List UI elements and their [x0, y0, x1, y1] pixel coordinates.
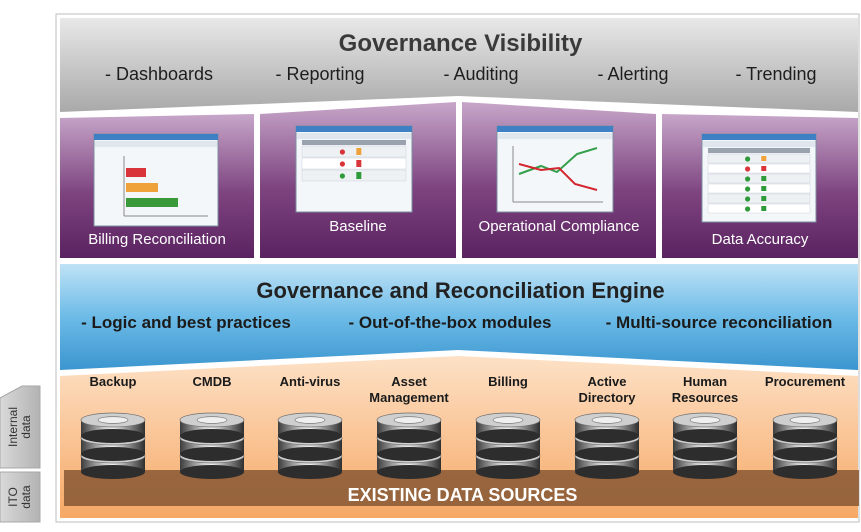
engine-item-modules: - Out-of-the-box modules — [348, 313, 552, 332]
source-label-procurement: Procurement — [764, 374, 846, 389]
visibility-item-auditing: - Auditing — [443, 64, 519, 84]
engine-item-multisource: - Multi-source reconciliation — [605, 313, 833, 332]
visibility-item-dashboards: - Dashboards — [104, 64, 214, 84]
database-icon — [277, 412, 343, 479]
visibility-item-alerting: - Alerting — [597, 64, 669, 84]
engine-item-logic: - Logic and best practices — [81, 313, 291, 332]
database-icon — [179, 412, 245, 479]
existing-data-sources-label: EXISTING DATA SOURCES — [347, 485, 578, 505]
source-label-cmdb: CMDB — [192, 374, 232, 389]
database-icon — [574, 412, 640, 479]
database-icon — [475, 412, 541, 479]
accuracy-table-screenshot-icon — [701, 133, 817, 223]
database-icon — [672, 412, 738, 479]
database-icon — [80, 412, 146, 479]
source-label-backup: Backup — [89, 374, 137, 389]
line-chart-screenshot-icon — [496, 125, 614, 213]
panel-label-billing-reconciliation: Billing Reconciliation — [88, 231, 226, 248]
engine-title: Governance and Reconciliation Engine — [256, 278, 665, 303]
visibility-title: Governance Visibility — [338, 30, 583, 57]
visibility-item-trending: - Trending — [735, 64, 817, 84]
panel-label-baseline: Baseline — [329, 218, 387, 235]
bar-chart-screenshot-icon — [93, 133, 219, 227]
database-icon — [376, 412, 442, 479]
source-label-antivirus: Anti-virus — [279, 374, 341, 389]
visibility-item-reporting: - Reporting — [275, 64, 365, 84]
database-icon — [772, 412, 838, 479]
panel-label-data-accuracy: Data Accuracy — [711, 231, 809, 248]
panel-label-operational-compliance: Operational Compliance — [478, 218, 640, 235]
source-label-billing: Billing — [488, 374, 528, 389]
status-table-screenshot-icon — [295, 125, 413, 213]
